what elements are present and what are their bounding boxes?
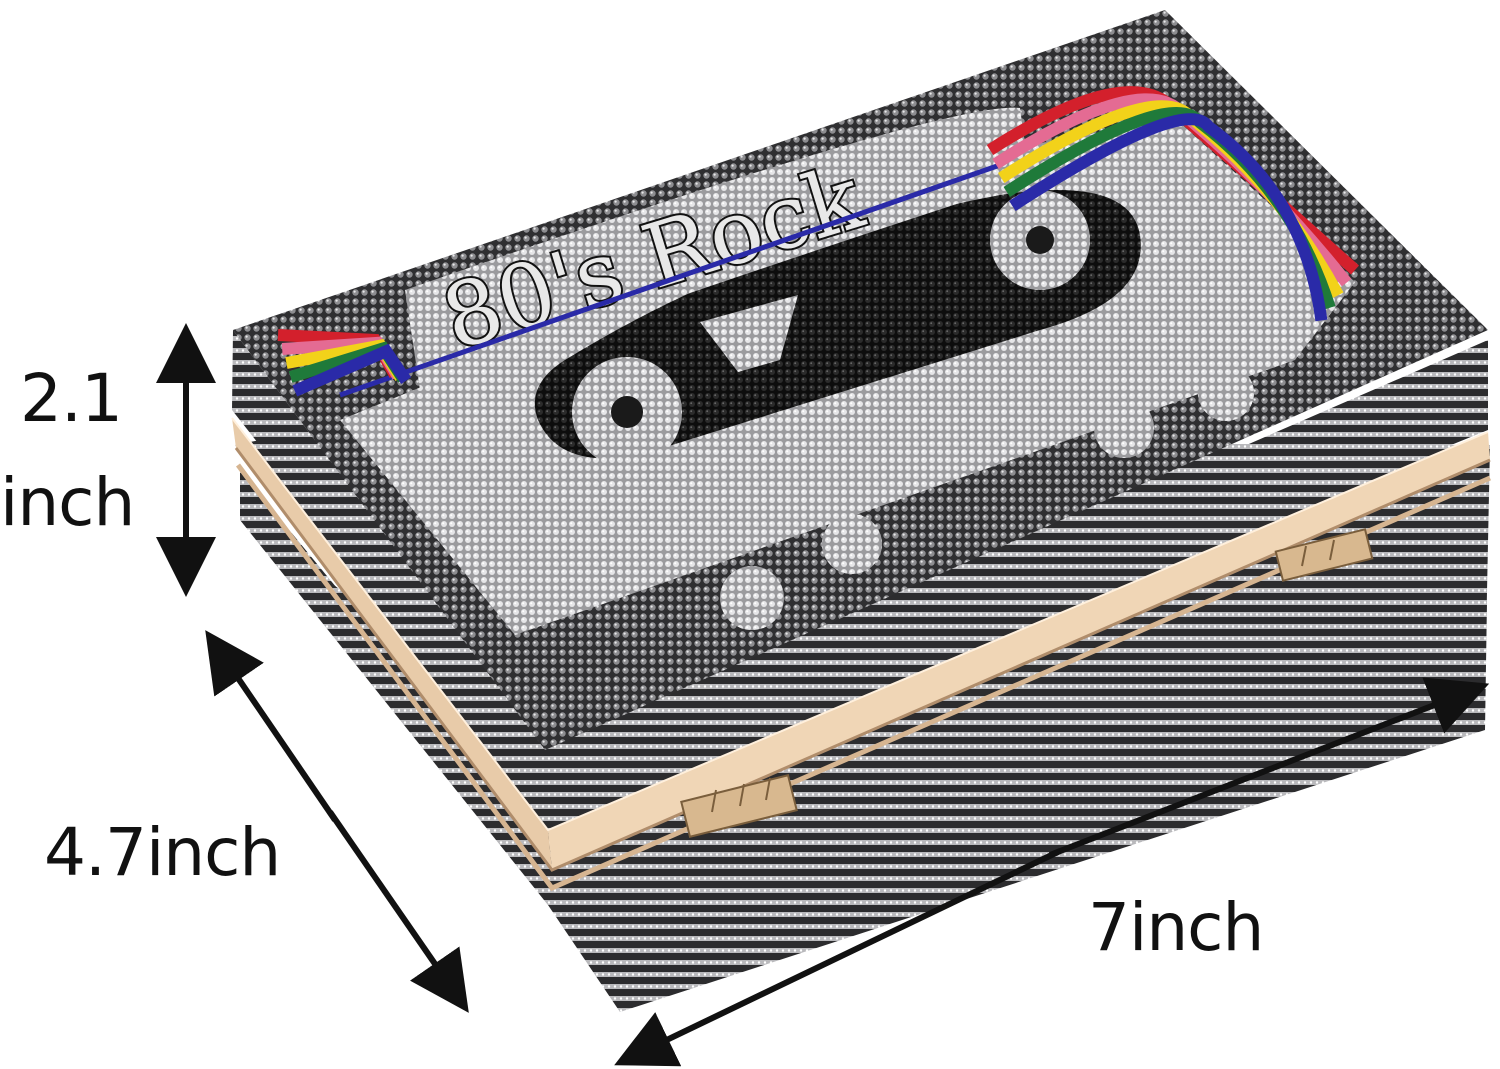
- hinge-front: [680, 774, 798, 838]
- rainbow-stripe-left: [292, 343, 412, 397]
- height-label-unit: inch: [0, 464, 135, 541]
- cassette-hole: [720, 566, 784, 630]
- rainbow-stripe-arc: [1009, 113, 1328, 322]
- cassette-hole: [1094, 398, 1154, 458]
- depth-label: 4.7inch: [44, 814, 281, 891]
- rainbow-stripes: [277, 86, 1360, 397]
- clutch-lid-side: [232, 330, 1488, 812]
- cassette-window: [534, 190, 1141, 459]
- gold-frame: [231, 417, 1492, 892]
- width-label: 7inch: [1088, 889, 1264, 966]
- cassette-hole: [822, 514, 882, 574]
- cassette-hole: [1198, 365, 1254, 421]
- hinge-back: [1274, 528, 1374, 582]
- height-label-value: 2.1: [20, 360, 123, 437]
- width-arrow: [1048, 677, 1490, 858]
- depth-arrow: [205, 630, 338, 822]
- dimension-arrows: [156, 323, 1490, 1067]
